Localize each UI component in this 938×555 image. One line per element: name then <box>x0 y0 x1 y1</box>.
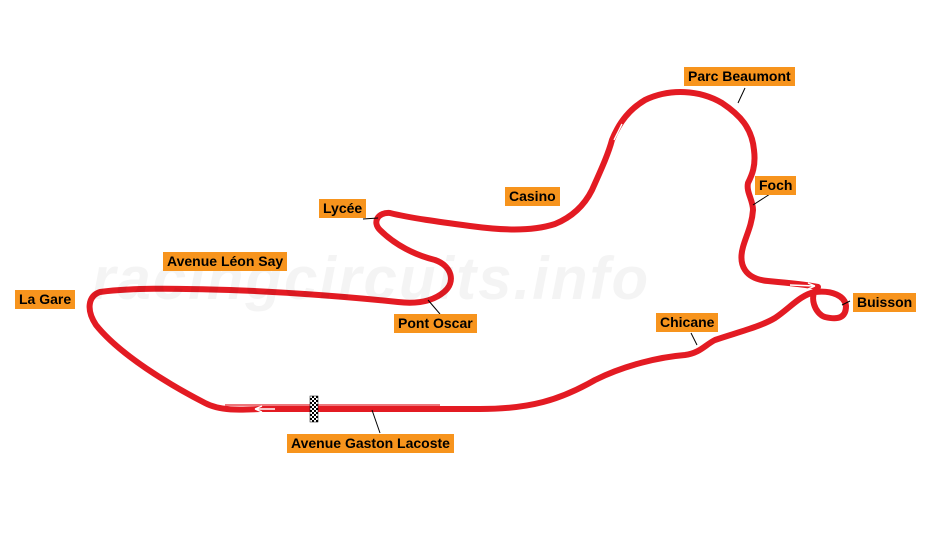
corner-label-lycee: Lycée <box>319 199 367 218</box>
checkered-flag-icon <box>309 395 319 423</box>
corner-label-chicane: Chicane <box>656 313 719 332</box>
arrow-icon <box>789 282 816 290</box>
arrow-icon <box>254 405 275 413</box>
corner-label-buisson: Buisson <box>853 293 917 312</box>
direction-arrows <box>254 123 816 413</box>
corner-label-pont-oscar: Pont Oscar <box>394 314 477 333</box>
arrow-icon <box>613 123 623 141</box>
corner-label-casino: Casino <box>505 187 560 206</box>
label-leaders <box>362 87 851 434</box>
track-outline <box>86 89 849 413</box>
corner-label-avenue-gaston-lacoste: Avenue Gaston Lacoste <box>287 434 454 453</box>
corner-label-foch: Foch <box>755 176 797 195</box>
corner-label-avenue-leon-say: Avenue Léon Say <box>163 252 288 271</box>
corner-label-la-gare: La Gare <box>15 290 76 309</box>
corner-label-parc-beaumont: Parc Beaumont <box>684 67 795 86</box>
